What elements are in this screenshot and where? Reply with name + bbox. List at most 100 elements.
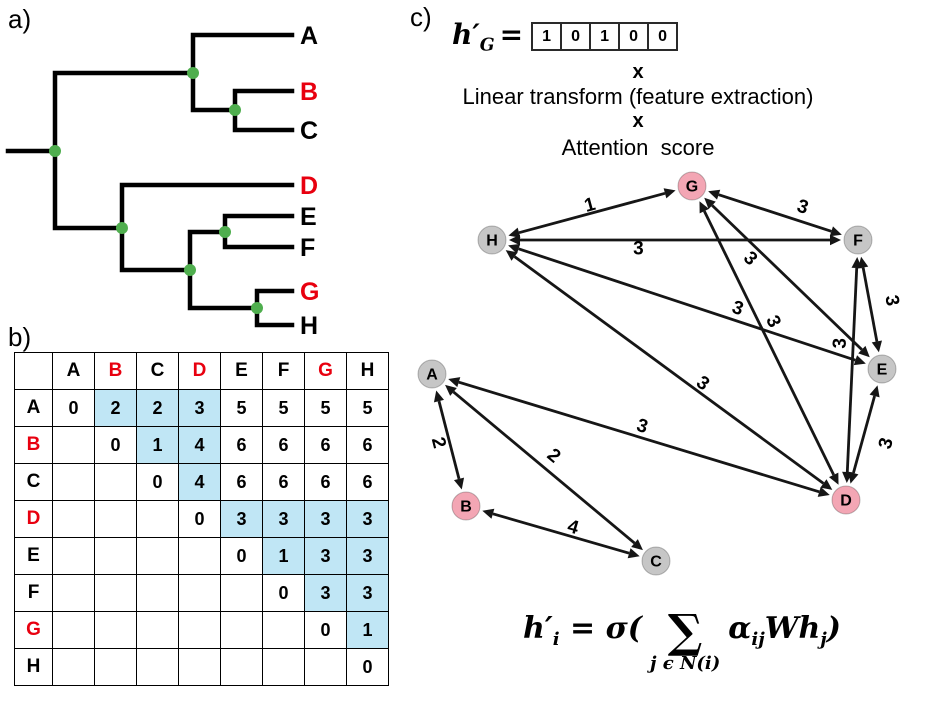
arrowhead bbox=[871, 340, 882, 353]
graph-node-E: E bbox=[867, 354, 897, 384]
vector-cell: 1 bbox=[531, 22, 563, 52]
node-circle bbox=[843, 225, 873, 255]
tree-leaf-label: F bbox=[300, 234, 315, 262]
arrowhead bbox=[708, 189, 721, 200]
matrix-cell bbox=[178, 611, 221, 649]
vector-cell: 0 bbox=[618, 22, 650, 52]
matrix-cell: 6 bbox=[304, 463, 347, 501]
matrix-cell bbox=[94, 574, 137, 612]
matrix-cell: 0 bbox=[262, 574, 305, 612]
tree-leaf-label: B bbox=[300, 78, 318, 106]
node-circle bbox=[477, 225, 507, 255]
matrix-cell: 0 bbox=[304, 611, 347, 649]
matrix-cell: 3 bbox=[220, 500, 263, 538]
graph-edge-F-E: 3 bbox=[858, 256, 903, 353]
tree-internal-nodes bbox=[49, 67, 263, 314]
matrix-cell: 0 bbox=[346, 648, 389, 686]
graph-edge-H-F: 3 bbox=[509, 234, 841, 260]
hG-subscript: G bbox=[479, 35, 495, 56]
matrix-cell: 0 bbox=[178, 500, 221, 538]
graph-edge-H-E: 3 bbox=[508, 243, 866, 366]
arrowhead bbox=[663, 188, 676, 199]
edge-weight-label: 2 bbox=[427, 435, 450, 450]
arrowhead bbox=[830, 234, 841, 246]
arrowhead bbox=[505, 250, 518, 261]
vector-cell: 0 bbox=[560, 22, 592, 52]
tree-node-dot bbox=[116, 222, 128, 234]
matrix-col-header: F bbox=[262, 352, 305, 390]
arrowhead bbox=[848, 471, 859, 484]
matrix-cell: 0 bbox=[52, 389, 95, 427]
matrix-cell: 3 bbox=[304, 500, 347, 538]
matrix-cell bbox=[94, 500, 137, 538]
matrix-cell bbox=[220, 648, 263, 686]
edge-line bbox=[703, 210, 835, 476]
edge-line bbox=[518, 191, 666, 235]
formula-equals-sigma: = σ( bbox=[570, 610, 642, 646]
node-label: D bbox=[840, 493, 852, 510]
matrix-col-header: B bbox=[94, 352, 137, 390]
formula-rhs: αijWhj) bbox=[728, 611, 841, 650]
graph-edge-E-D: 3 bbox=[848, 385, 898, 484]
edge-weight-label: 3 bbox=[634, 415, 650, 438]
matrix-cell: 6 bbox=[220, 426, 263, 464]
matrix-cell: 6 bbox=[262, 463, 305, 501]
matrix-cell: 6 bbox=[304, 426, 347, 464]
graph-edge-G-F: 3 bbox=[708, 189, 842, 237]
matrix-cell bbox=[136, 611, 179, 649]
phylogenetic-tree: A B C D E F G H bbox=[5, 22, 319, 340]
tree-node-dot bbox=[49, 145, 61, 157]
matrix-cell: 3 bbox=[304, 537, 347, 575]
formula-alpha-subscript: ij bbox=[751, 628, 765, 650]
matrix-cell bbox=[52, 648, 95, 686]
edge-weight-label: 3 bbox=[794, 196, 811, 219]
arrowhead bbox=[853, 355, 866, 366]
graph-edge-A-B: 2 bbox=[427, 390, 465, 490]
matrix-cell bbox=[304, 648, 347, 686]
matrix-cell bbox=[220, 574, 263, 612]
edge-weight-label: 3 bbox=[692, 372, 713, 395]
matrix-cell: 6 bbox=[346, 463, 389, 501]
edge-weight-label: 3 bbox=[739, 247, 761, 269]
node-label: F bbox=[853, 233, 863, 250]
matrix-cell: 5 bbox=[304, 389, 347, 427]
matrix-cell: 6 bbox=[346, 426, 389, 464]
matrix-col-header: G bbox=[304, 352, 347, 390]
tree-node-dot bbox=[251, 302, 263, 314]
arrowhead bbox=[445, 384, 457, 396]
matrix-cell: 6 bbox=[262, 426, 305, 464]
edge-weight-label: 3 bbox=[761, 312, 785, 331]
node-circle bbox=[641, 546, 671, 576]
tree-node-dot bbox=[229, 104, 241, 116]
node-label: A bbox=[426, 367, 438, 384]
matrix-cell: 3 bbox=[346, 537, 389, 575]
formula-alpha: α bbox=[728, 610, 752, 646]
tree-leaf-label: C bbox=[300, 117, 318, 145]
graph-edge-H-G: 1 bbox=[508, 188, 676, 238]
multiply-symbol-1: x bbox=[632, 61, 644, 83]
matrix-cell bbox=[262, 648, 305, 686]
matrix-row-header: E bbox=[14, 537, 53, 575]
summation-subscript: j ϵ N(i) bbox=[649, 653, 721, 675]
graph-node-C: C bbox=[641, 546, 671, 576]
matrix-cell: 3 bbox=[346, 500, 389, 538]
arrowhead bbox=[448, 377, 461, 388]
matrix-row-header: G bbox=[14, 611, 53, 649]
matrix-row-header: C bbox=[14, 463, 53, 501]
tree-leaf-label: H bbox=[300, 312, 318, 340]
edge-weight-label: 3 bbox=[875, 436, 898, 452]
edge-line bbox=[452, 390, 636, 545]
matrix-cell bbox=[52, 426, 95, 464]
matrix-cell: 0 bbox=[94, 426, 137, 464]
edge-weight-label: 4 bbox=[565, 516, 581, 539]
matrix-cell: 3 bbox=[304, 574, 347, 612]
arrowhead bbox=[829, 226, 842, 237]
graph-node-D: D bbox=[831, 485, 861, 515]
arrowhead bbox=[482, 508, 495, 519]
matrix-row-header: B bbox=[14, 426, 53, 464]
matrix-row-header: F bbox=[14, 574, 53, 612]
formula-lhs: h′i = σ( bbox=[523, 611, 642, 650]
